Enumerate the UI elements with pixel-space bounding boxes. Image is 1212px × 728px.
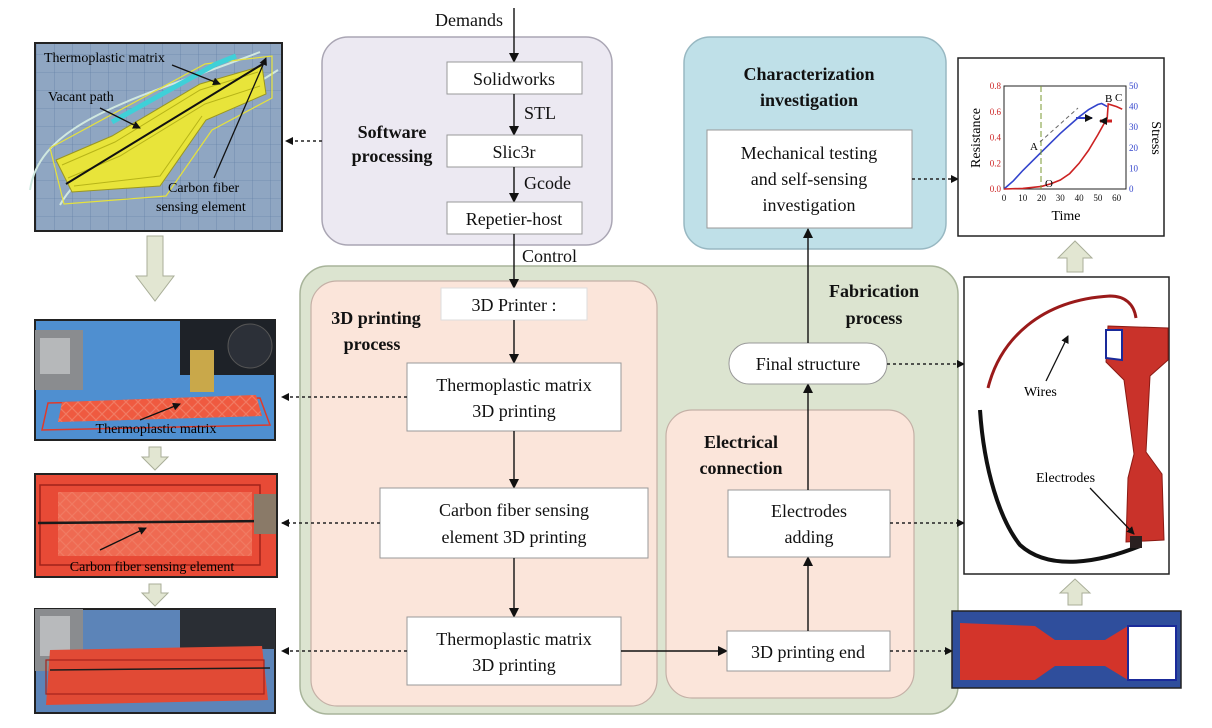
printer-box bbox=[440, 287, 588, 321]
slic3r-box bbox=[446, 134, 583, 168]
printing-photo-3 bbox=[34, 608, 276, 714]
print-step3-line2: 3D printing bbox=[472, 655, 556, 675]
electrodes-line2: adding bbox=[785, 527, 834, 547]
mechanical-line2: and self-sensing bbox=[751, 169, 867, 189]
point-c: C bbox=[1115, 92, 1122, 104]
y-right-tick-label: 30 bbox=[1129, 122, 1139, 132]
y-left-tick-label: 0.6 bbox=[990, 107, 1002, 117]
series-line-stress bbox=[1003, 102, 1108, 190]
photo1-label: Thermoplastic matrix bbox=[96, 422, 217, 437]
specimen-photo bbox=[951, 610, 1182, 689]
x-tick-label: 20 bbox=[1037, 193, 1047, 203]
x-tick-label: 10 bbox=[1018, 193, 1028, 203]
slic3r-label: Slic3r bbox=[493, 142, 536, 162]
hollow-arrow-down-2 bbox=[140, 446, 170, 471]
characterization-title-1: Characterization bbox=[744, 64, 875, 84]
y-right-tick-label: 0 bbox=[1129, 184, 1134, 194]
cad-label-matrix: Thermoplastic matrix bbox=[44, 51, 165, 66]
wire-black bbox=[978, 409, 1141, 564]
hollow-arrow-down-3 bbox=[140, 583, 170, 607]
dotted-connectors bbox=[281, 137, 965, 655]
hollow-arrow-up-sample bbox=[1058, 578, 1092, 606]
chart-frame bbox=[957, 57, 1165, 237]
gcode-label: Gcode bbox=[524, 173, 571, 193]
print-end-box bbox=[726, 630, 891, 672]
print-end-label: 3D printing end bbox=[751, 642, 865, 662]
chart-ylabel-left: Resistance bbox=[969, 108, 984, 168]
cad-label-cf-1: Carbon fiber bbox=[168, 181, 239, 196]
hollow-arrow-up-chart bbox=[1056, 240, 1094, 273]
hollow-arrow-down-1 bbox=[134, 235, 176, 302]
sample-photo: Wires Electrodes bbox=[963, 276, 1170, 575]
mechanical-line3: investigation bbox=[763, 195, 856, 215]
printing-title-2: process bbox=[344, 334, 401, 354]
y-right-tick-label: 50 bbox=[1129, 81, 1139, 91]
y-right-tick-label: 20 bbox=[1129, 143, 1139, 153]
printer-label: 3D Printer : bbox=[472, 295, 557, 315]
fabrication-title-2: process bbox=[846, 308, 903, 328]
print-step3-line1: Thermoplastic matrix bbox=[436, 629, 591, 649]
print-step1-line2: 3D printing bbox=[472, 401, 556, 421]
printing-title-1: 3D printing bbox=[331, 308, 421, 328]
y-left-tick-label: 0.8 bbox=[990, 81, 1002, 91]
print-step2-box bbox=[379, 487, 649, 559]
x-tick-label: 50 bbox=[1093, 193, 1103, 203]
print-step1-line1: Thermoplastic matrix bbox=[436, 375, 591, 395]
mechanical-line1: Mechanical testing bbox=[741, 143, 877, 163]
fabrication-title-1: Fabrication bbox=[829, 281, 919, 301]
printing-photo-1: Thermoplastic matrix bbox=[34, 319, 276, 441]
software-title-1: Software bbox=[358, 122, 427, 142]
point-a: A bbox=[1030, 141, 1038, 153]
y-left-tick-label: 0.0 bbox=[990, 184, 1002, 194]
plot-area bbox=[1003, 85, 1127, 190]
electrode-square bbox=[1130, 536, 1142, 548]
y-right-tick-label: 40 bbox=[1129, 102, 1139, 112]
characterization-title-2: investigation bbox=[760, 90, 858, 110]
y-left-tick-label: 0.2 bbox=[990, 158, 1001, 168]
sample-specimen bbox=[1105, 325, 1169, 543]
sample-label-electrodes: Electrodes bbox=[1036, 471, 1095, 486]
demands-label: Demands bbox=[435, 10, 503, 30]
electrical-title-2: connection bbox=[700, 458, 783, 478]
x-tick-label: 30 bbox=[1056, 193, 1066, 203]
sample-label-wires: Wires bbox=[1024, 385, 1057, 400]
stl-label: STL bbox=[524, 103, 556, 123]
mechanical-testing-box bbox=[706, 129, 913, 229]
series-line-resistance bbox=[1003, 102, 1123, 190]
chart-ticks: 0 10 20 30 40 50 60 0.0 0.2 0.4 0.6 0.8 0 10 20 30 40 50 bbox=[990, 81, 1139, 203]
x-tick-label: 0 bbox=[1002, 193, 1007, 203]
electrical-title-1: Electrical bbox=[704, 432, 778, 452]
repetier-box bbox=[446, 201, 583, 235]
chart-ylabel-right: Stress bbox=[1148, 121, 1163, 154]
software-title-2: processing bbox=[352, 146, 433, 166]
print-step2-line2: element 3D printing bbox=[442, 527, 587, 547]
solidworks-label: Solidworks bbox=[473, 69, 555, 89]
print-step1-box bbox=[406, 362, 622, 432]
chart-series bbox=[1003, 102, 1123, 190]
photo2-label: Carbon fiber sensing element bbox=[70, 560, 235, 575]
print-step2-line1: Carbon fiber sensing bbox=[439, 500, 589, 520]
y-right-tick-label: 10 bbox=[1129, 163, 1139, 173]
printing-photo-2: Carbon fiber sensing element bbox=[34, 473, 278, 578]
chart-xlabel: Time bbox=[1051, 209, 1080, 224]
point-b: B bbox=[1105, 93, 1112, 105]
final-structure-label: Final structure bbox=[756, 354, 860, 374]
point-o: O bbox=[1045, 178, 1053, 190]
cad-label-vacant: Vacant path bbox=[48, 90, 114, 105]
wire-red bbox=[986, 294, 1138, 389]
repetier-label: Repetier-host bbox=[466, 209, 563, 229]
x-tick-label: 40 bbox=[1075, 193, 1085, 203]
y-left-tick-label: 0.4 bbox=[990, 133, 1002, 143]
chart-slope-line bbox=[1039, 107, 1079, 143]
cad-model-image bbox=[29, 42, 283, 232]
x-tick-label: 60 bbox=[1112, 193, 1122, 203]
electrodes-line1: Electrodes bbox=[771, 501, 847, 521]
electrodes-box bbox=[727, 489, 891, 558]
cad-label-cf-2: sensing element bbox=[156, 200, 246, 215]
control-label: Control bbox=[522, 246, 577, 266]
cad-annotations: Thermoplastic matrix Vacant path Carbon … bbox=[44, 51, 267, 215]
